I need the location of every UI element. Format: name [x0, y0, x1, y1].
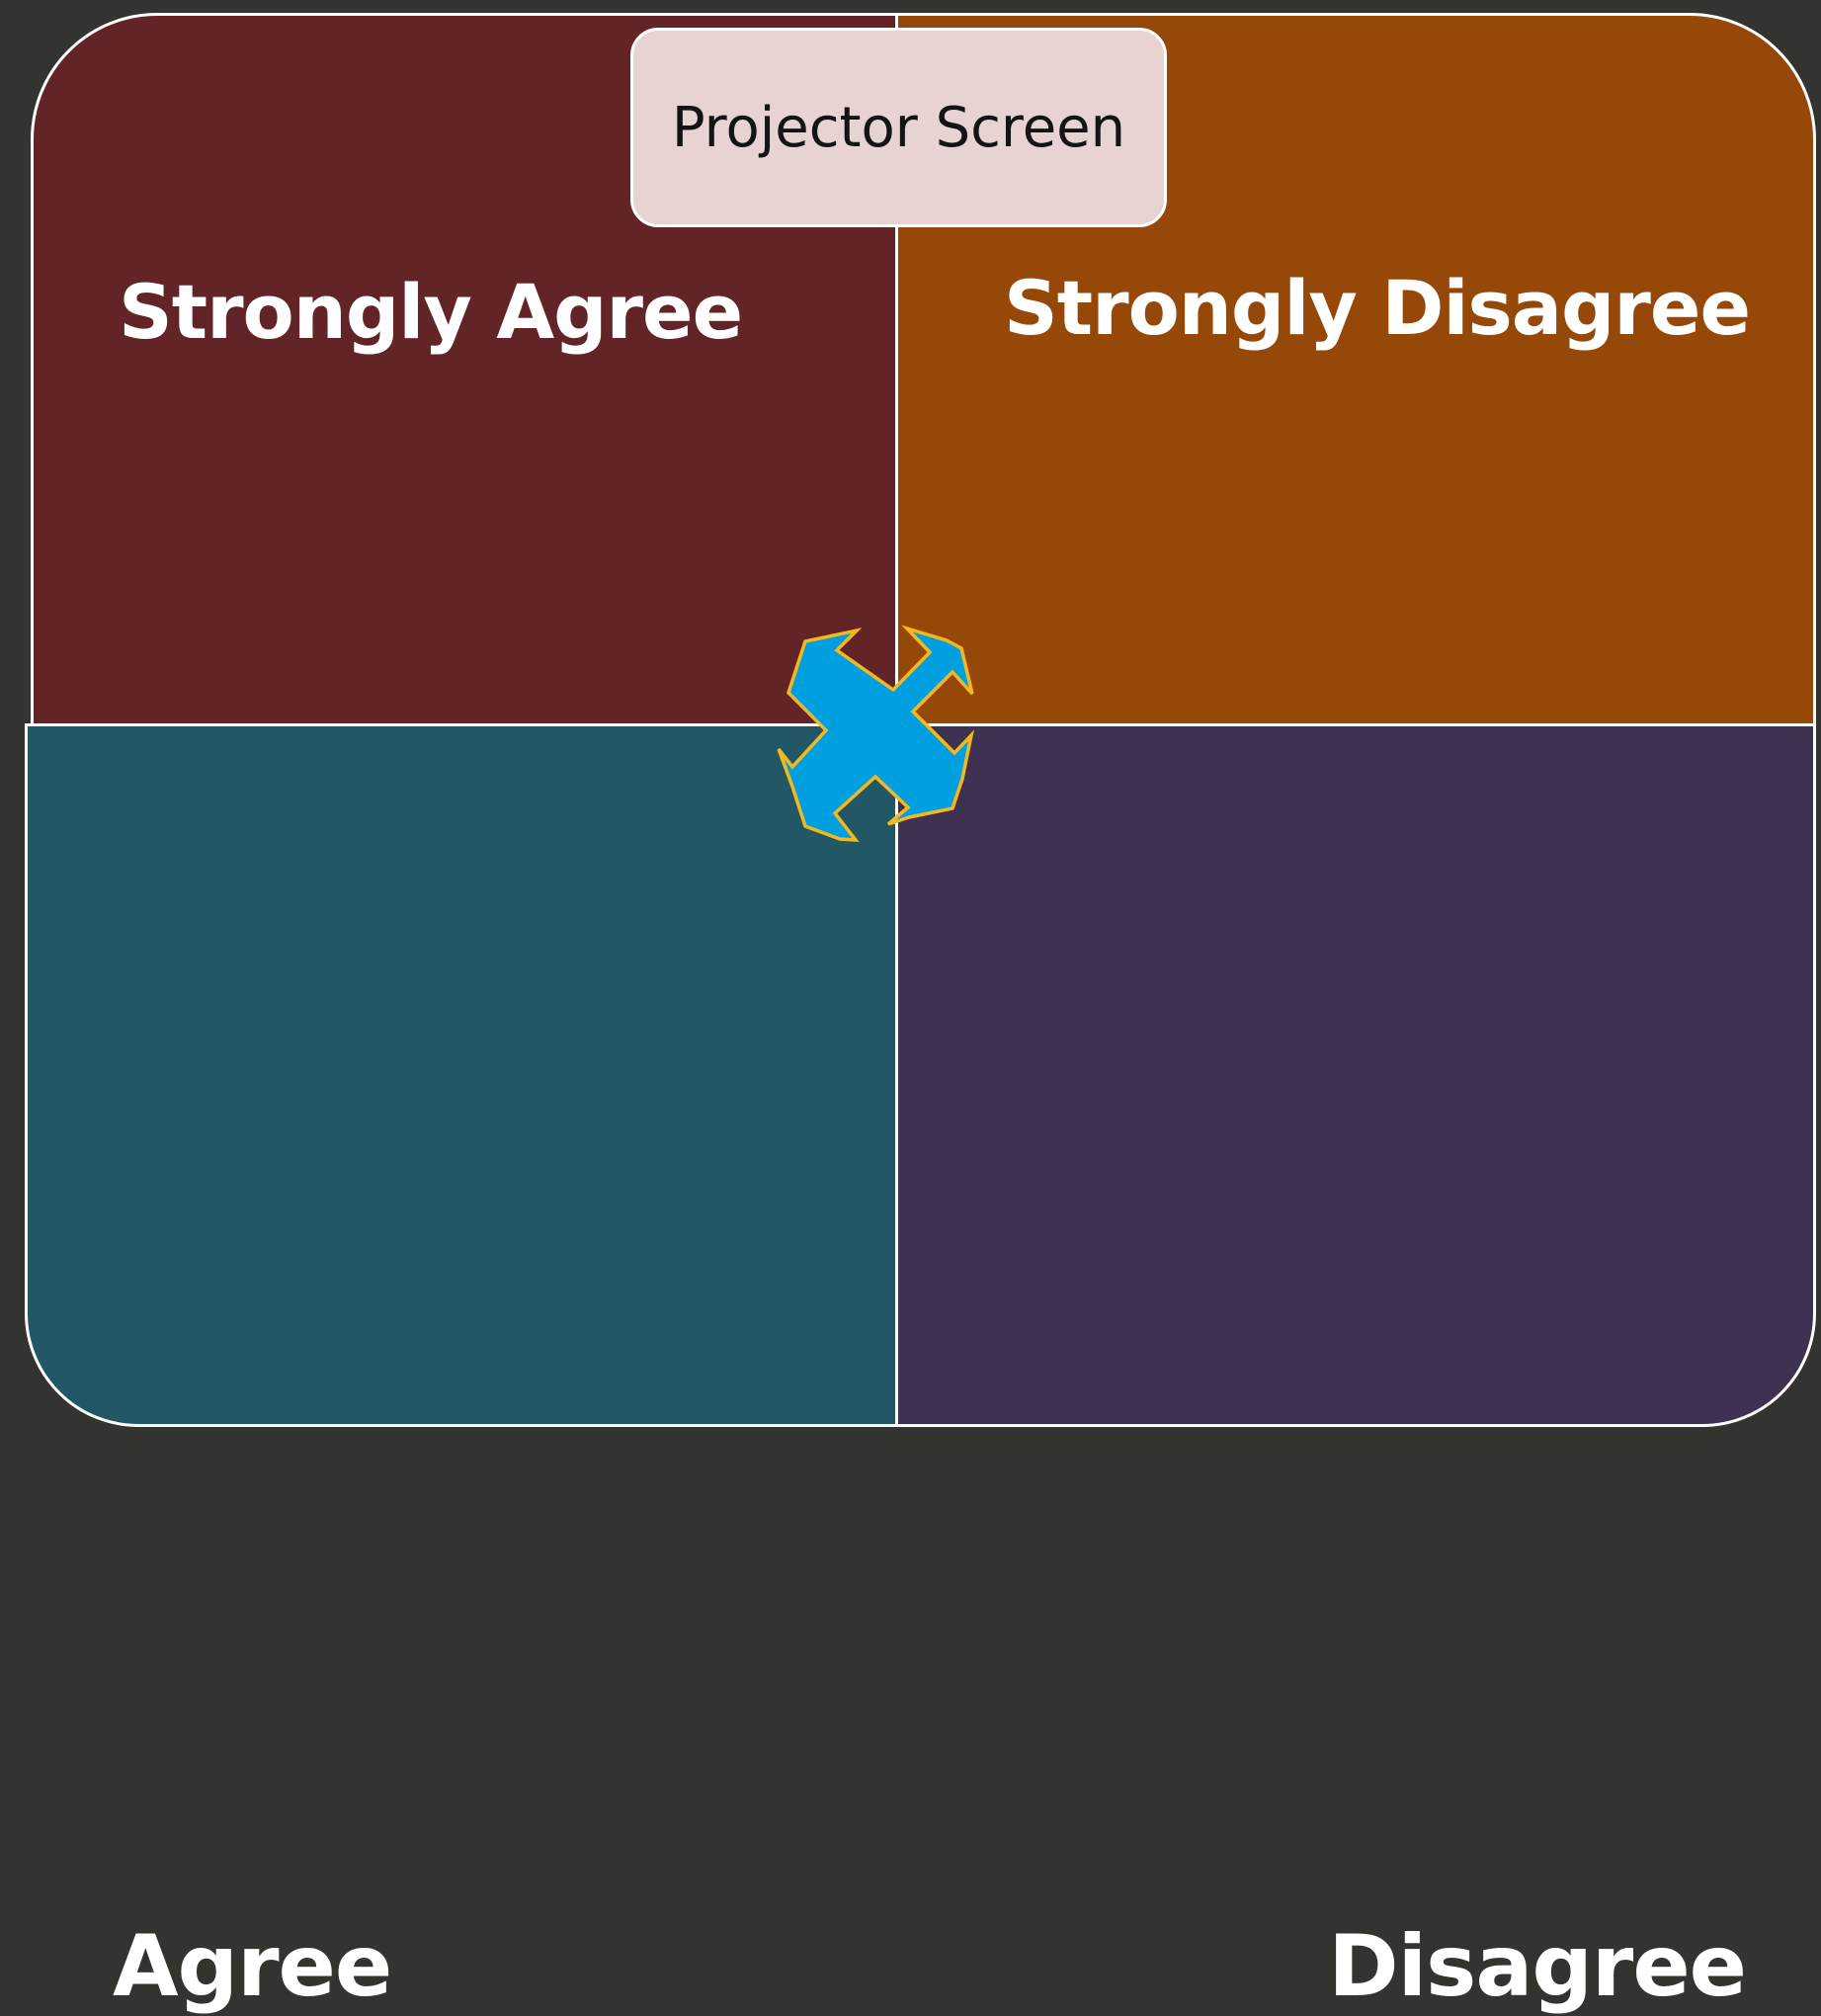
quadrant-disagree: Disagree	[895, 723, 1816, 2009]
quadrant-agree: Agree	[25, 723, 898, 2009]
projector-screen-label: Projector Screen	[671, 95, 1126, 160]
projector-screen-box: Projector Screen	[630, 28, 1167, 227]
four-way-arrow-shape	[777, 625, 974, 842]
agree-label: Agree	[113, 1917, 392, 2016]
strongly-agree-label: Strongly Agree	[119, 268, 743, 356]
four-way-arrow-icon	[777, 625, 974, 842]
disagree-label: Disagree	[1328, 1917, 1747, 2016]
strongly-disagree-label: Strongly Disagree	[1004, 264, 1751, 352]
